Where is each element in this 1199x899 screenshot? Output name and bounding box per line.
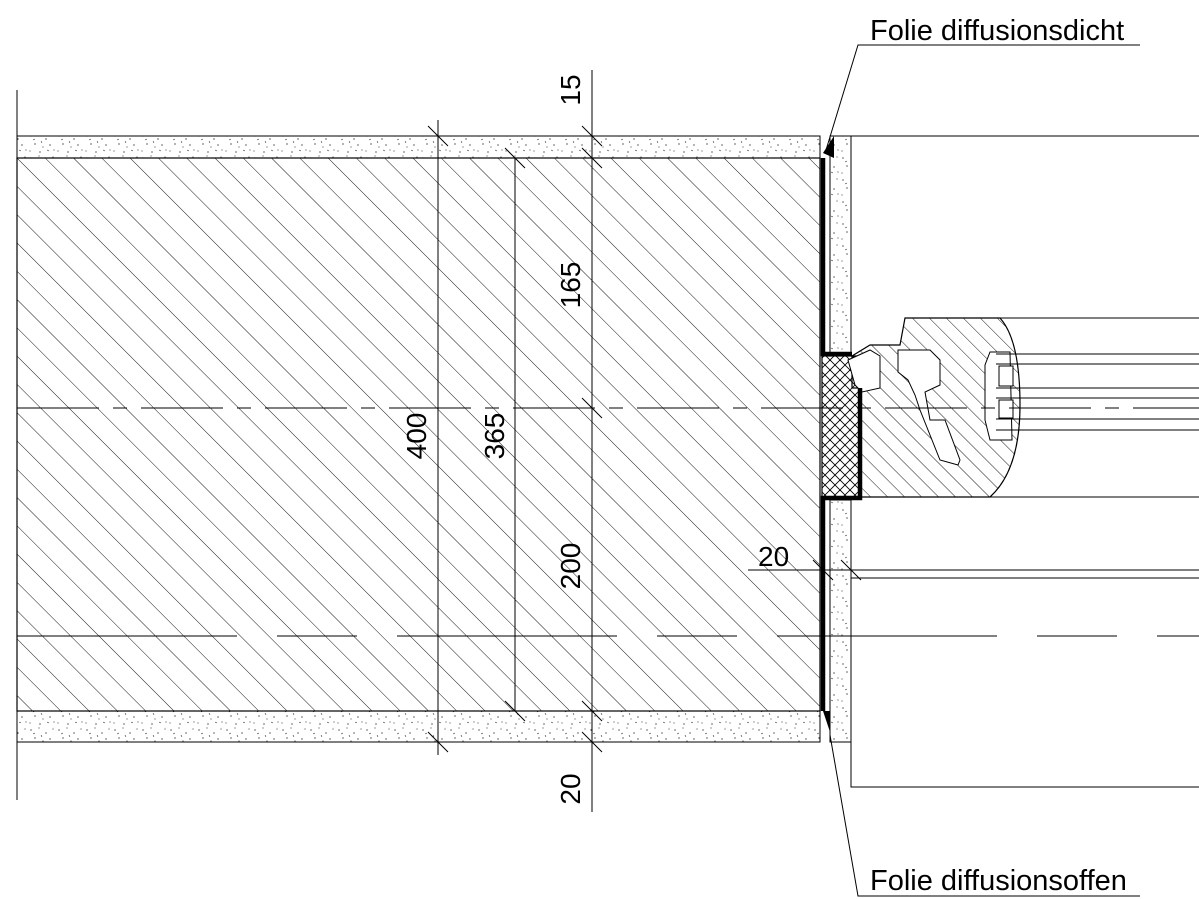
- foil-end-bottom: [823, 711, 830, 732]
- callout-vapor-tight-foil: Folie diffusionsdicht: [870, 15, 1124, 47]
- dimension-400: 400: [401, 413, 432, 460]
- sash-rebate: [897, 349, 961, 466]
- dimension-lines: [427, 44, 1199, 897]
- dimension-15: 15: [555, 74, 586, 105]
- dimension-165: 165: [555, 262, 586, 309]
- vapor-open-foil: [820, 388, 863, 711]
- vapor-tight-foil: [820, 158, 852, 357]
- insulated-glazing: [996, 353, 1199, 431]
- reveal-plaster-top: [829, 135, 852, 357]
- reveal-plaster-bottom: [829, 499, 852, 743]
- plaster-bottom-layer: [16, 710, 821, 743]
- dimension-20-side: 20: [758, 541, 789, 572]
- top-callout-leader: [825, 44, 1140, 151]
- plaster-top-layer: [16, 135, 821, 159]
- frame-stop-profile: [847, 349, 881, 393]
- bottom-callout-leader: [829, 734, 1140, 897]
- masonry-wall: [16, 157, 821, 712]
- dimension-200: 200: [555, 543, 586, 590]
- callout-vapor-open-foil: Folie diffusionsoffen: [870, 865, 1127, 897]
- bottom-reveal-outline: [850, 742, 1199, 788]
- dimension-365: 365: [479, 413, 510, 460]
- dimension-20-bottom: 20: [555, 773, 586, 804]
- foil-end-top: [823, 136, 834, 158]
- glazing-bead: [984, 351, 1013, 441]
